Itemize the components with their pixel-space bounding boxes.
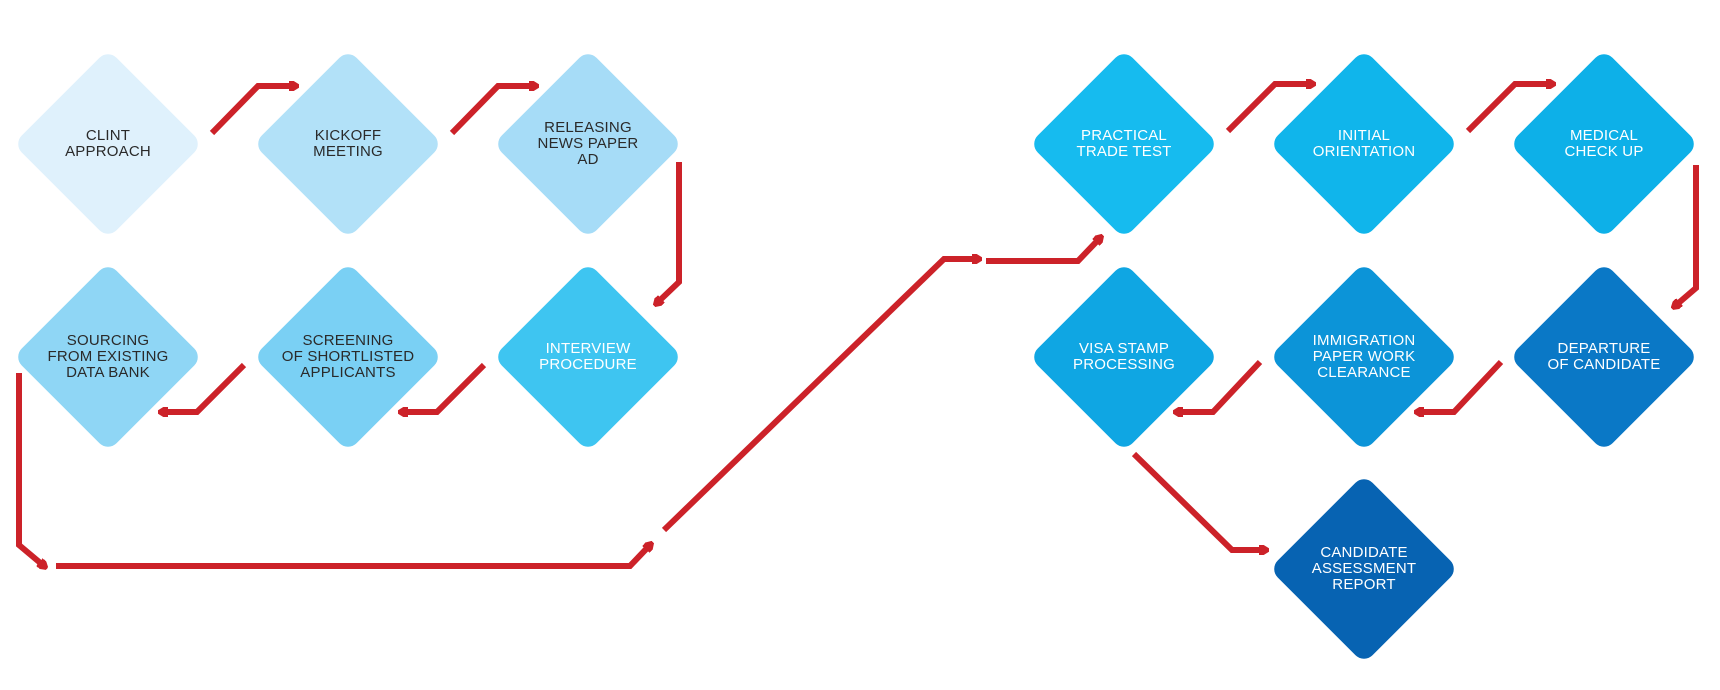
arrow-4-to-5 [402,362,487,412]
arrow-10-to-11 [1418,359,1504,412]
arrow-11-to-12 [1177,359,1263,412]
arrow-9-to-10 [1675,165,1699,306]
arrow-to-7 [986,238,1100,264]
arrow-2-to-3 [449,86,535,136]
arrow-8-to-9 [1465,84,1552,134]
arrow-12-to-13 [1131,451,1265,550]
arrow-3-to-4 [657,162,682,303]
arrow-diagonal-up [661,259,978,533]
arrow-6-to-path [16,373,44,566]
arrow-1-to-2 [209,86,295,136]
arrow-7-to-8 [1225,84,1312,134]
arrow-5-to-6 [162,362,247,412]
arrow-long-bottom [56,545,650,569]
